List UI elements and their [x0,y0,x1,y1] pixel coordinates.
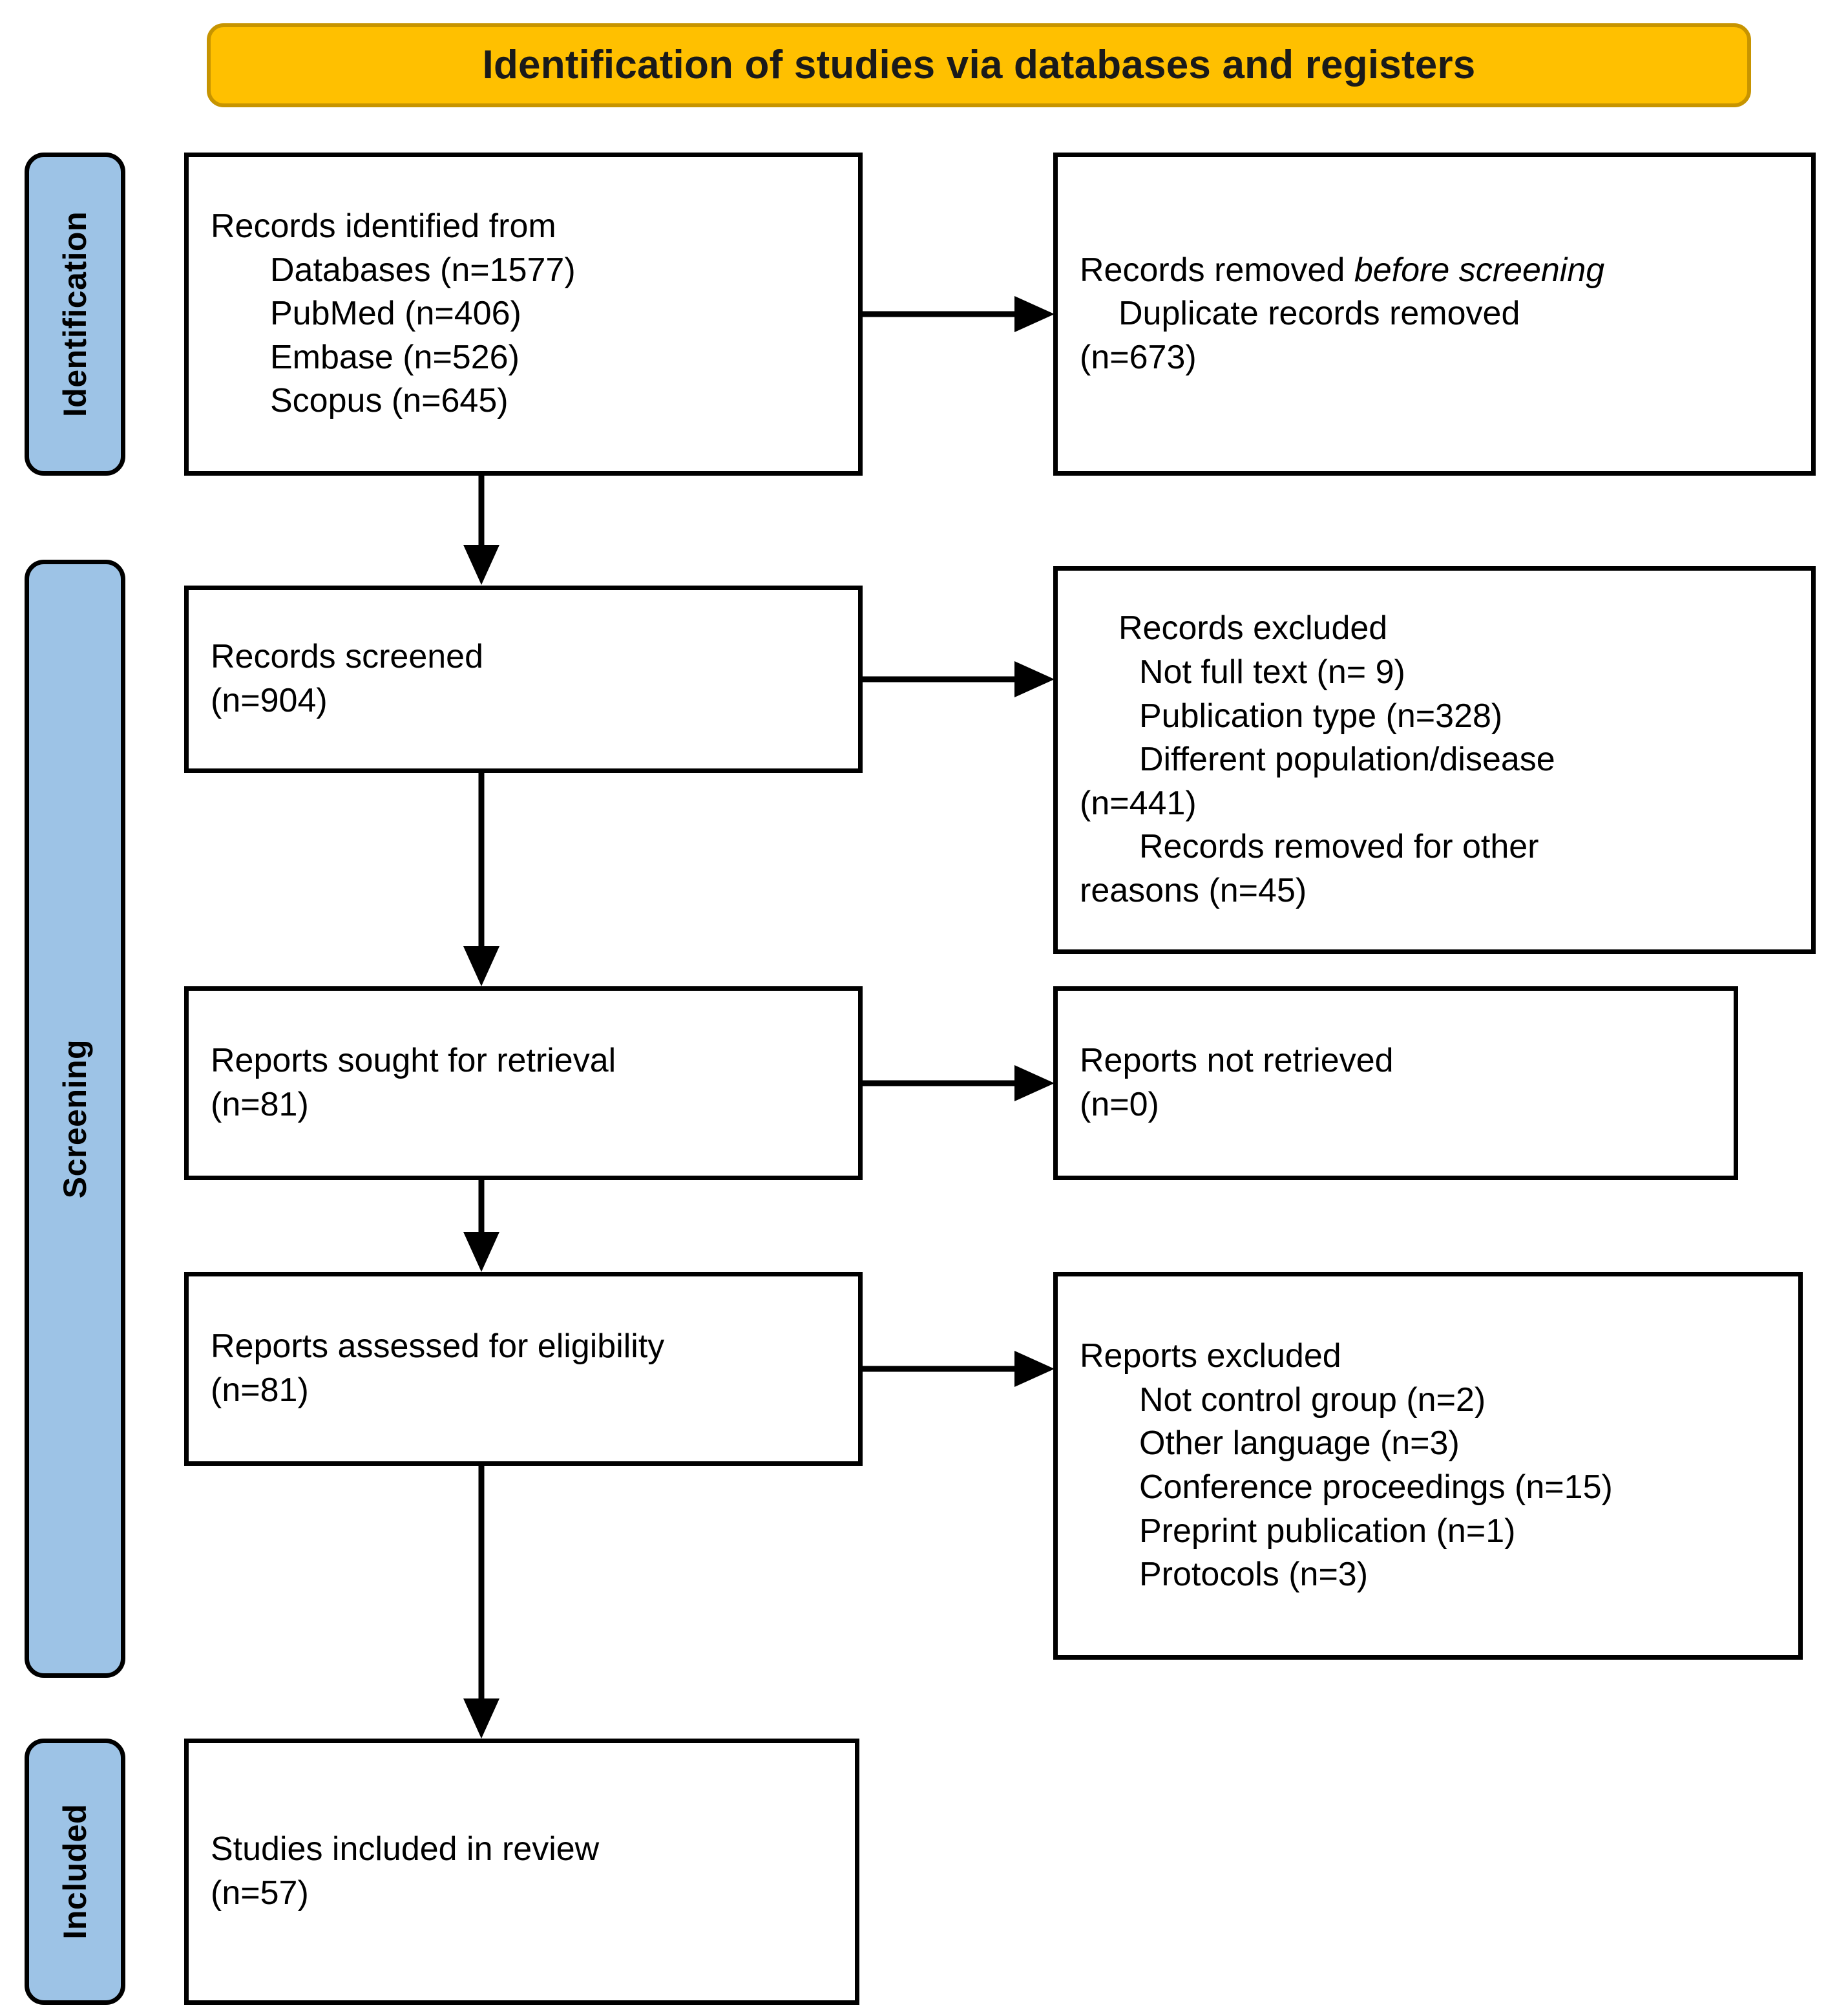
node-title: Reports excluded [1080,1337,1341,1375]
node-line: Reports not retrieved [1080,1042,1394,1080]
node-line-italic: before screening [1354,251,1605,289]
node-line: (n=441) [1080,784,1197,822]
node-line: PubMed (n=406) [270,295,521,333]
arrow-screened-to-records-excluded [863,661,1055,697]
node-line: Records removed for other [1139,828,1539,866]
records-removed-before-screening-box: Records removed before screening Duplica… [1053,153,1816,476]
node-line: Other language (n=3) [1139,1424,1460,1463]
node-line: Records screened [211,638,483,676]
node-line: Not control group (n=2) [1139,1381,1486,1419]
node-line: Not full text (n= 9) [1139,653,1405,692]
node-line: Records identified from [211,207,556,246]
node-line: (n=0) [1080,1086,1159,1123]
node-line: (n=81) [211,1371,309,1409]
node-line: Preprint publication (n=1) [1139,1512,1516,1550]
node-line: Different population/disease [1139,741,1555,779]
node-line: (n=57) [211,1874,309,1912]
studies-included-in-review-box: Studies included in review (n=57) [184,1739,859,2005]
node-line-with-emphasis: Records removed before screening [1080,249,1789,293]
stage-label-included: Included [57,1804,93,1940]
stage-bar-identification: Identification [25,153,125,476]
reports-assessed-for-eligibility-box: Reports assessed for eligibility (n=81) [184,1272,863,1466]
node-line: Reports assessed for eligibility [211,1328,665,1366]
arrow-assessed-to-reports-excluded [863,1351,1055,1387]
node-title: Records excluded [1118,609,1388,648]
stage-label-identification: Identification [57,211,93,418]
stage-bar-screening: Screening [25,560,125,1678]
diagram-header-banner: Identification of studies via databases … [207,23,1751,107]
records-excluded-box: Records excluded Not full text (n= 9) Pu… [1053,566,1816,954]
arrow-sought-to-assessed [463,1180,499,1272]
reports-excluded-box: Reports excluded Not control group (n=2)… [1053,1272,1803,1660]
arrow-screened-to-sought [463,773,499,986]
arrow-identified-to-removed-before [863,296,1055,332]
node-line: Reports sought for retrieval [211,1042,616,1080]
reports-sought-for-retrieval-box: Reports sought for retrieval (n=81) [184,986,863,1180]
node-line-prefix: Records removed [1080,251,1354,289]
node-line: (n=904) [211,682,328,719]
node-line: reasons (n=45) [1080,871,1307,909]
node-line: Publication type (n=328) [1139,697,1503,735]
node-line: Scopus (n=645) [270,382,509,420]
node-line: (n=81) [211,1086,309,1123]
stage-bar-included: Included [25,1739,125,2005]
stage-label-screening: Screening [57,1039,93,1199]
arrow-assessed-to-included [463,1466,499,1739]
arrow-sought-to-not-retrieved [863,1065,1055,1101]
node-line: Duplicate records removed [1118,295,1520,333]
node-line: Embase (n=526) [270,338,520,376]
arrow-identified-to-screened [463,476,499,585]
node-line: Studies included in review [211,1830,600,1868]
node-line: Conference proceedings (n=15) [1139,1468,1613,1506]
records-screened-box: Records screened (n=904) [184,586,863,773]
diagram-title: Identification of studies via databases … [482,42,1476,87]
node-line: (n=673) [1080,338,1197,376]
node-line: Databases (n=1577) [270,251,576,289]
node-line: Protocols (n=3) [1139,1556,1369,1594]
records-identified-box: Records identified from Databases (n=157… [184,153,863,476]
reports-not-retrieved-box: Reports not retrieved (n=0) [1053,986,1738,1180]
